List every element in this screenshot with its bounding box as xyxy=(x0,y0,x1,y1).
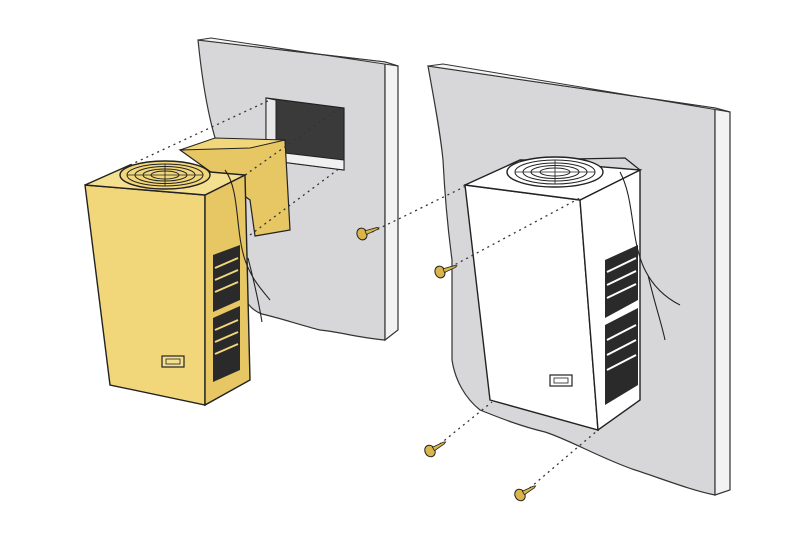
mounting-screw xyxy=(356,227,380,241)
label-plate xyxy=(161,355,185,368)
vent-grille xyxy=(213,245,240,382)
power-cable xyxy=(224,169,271,323)
condensing-unit-white xyxy=(462,156,681,432)
vent-grille xyxy=(605,245,638,405)
fan-guard xyxy=(506,156,604,188)
mounting-screw xyxy=(424,441,447,458)
alignment-guide-line xyxy=(129,99,599,493)
mounting-screw xyxy=(514,485,537,502)
power-cable xyxy=(619,171,681,341)
wall-left-edge xyxy=(384,61,399,342)
fan-guard xyxy=(119,160,211,190)
mounting-screw xyxy=(434,265,458,279)
wall-right-edge xyxy=(714,107,731,496)
condensing-unit-yellow xyxy=(84,137,291,407)
label-plate xyxy=(549,374,573,387)
